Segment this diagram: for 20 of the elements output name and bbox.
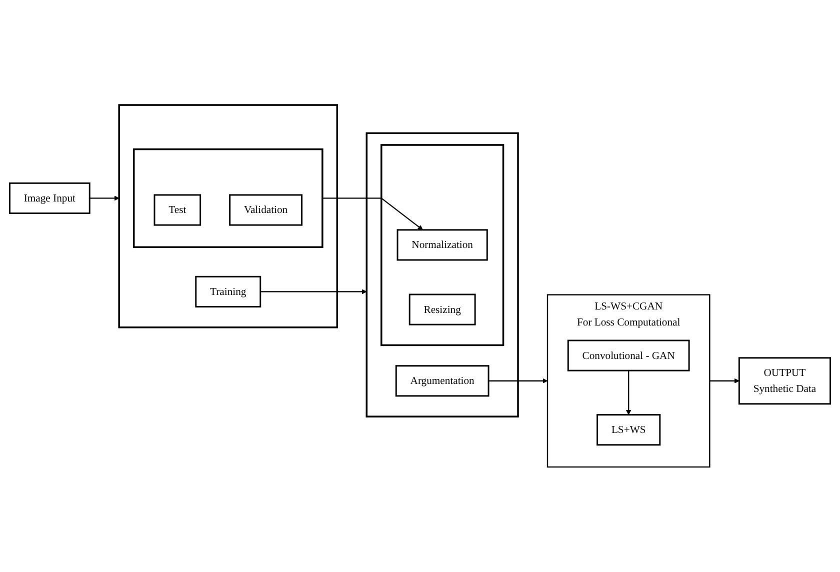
arrow (90, 196, 120, 201)
node-box: Convolutional - GAN (567, 340, 690, 372)
arrow (626, 370, 632, 416)
node-box: Validation (229, 194, 302, 226)
node-box: Training (195, 276, 262, 308)
arrow (488, 378, 548, 384)
node-box: LS+WS (596, 414, 661, 446)
node-box: Resizing (408, 294, 476, 326)
cluster (132, 148, 324, 248)
node-box: OUTPUT Synthetic Data (738, 357, 832, 405)
cluster (380, 144, 504, 346)
cluster (366, 132, 519, 418)
arrow (322, 198, 423, 230)
arrow (260, 289, 367, 294)
node-box: Argumentation (395, 365, 490, 397)
arrow (710, 378, 740, 384)
node-box: Image Input (8, 182, 90, 214)
node-box: Normalization (396, 229, 488, 261)
node-box: Test (154, 194, 202, 226)
cluster (118, 104, 338, 328)
